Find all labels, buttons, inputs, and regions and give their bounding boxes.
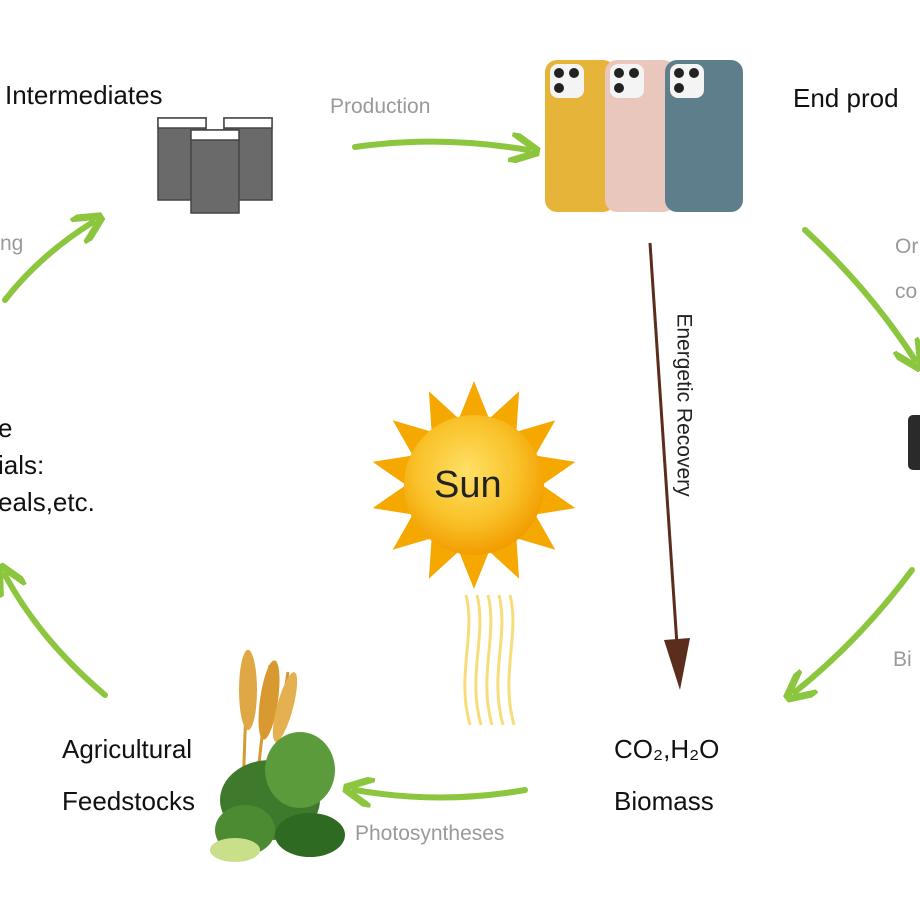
biomass-label: Biomass <box>614 786 714 816</box>
photosynthesis-arrow <box>355 790 528 798</box>
wheat-and-greens-icon <box>210 649 345 862</box>
production-arrow <box>352 142 528 150</box>
end-products-label: End prod <box>793 83 899 113</box>
right-top-label-line2: co <box>895 280 918 303</box>
sun-label: Sun <box>434 464 502 506</box>
top-right-arrow <box>802 227 915 360</box>
production-label: Production <box>330 95 431 118</box>
co2-h2o-label: CO₂,H₂O <box>614 734 720 764</box>
raw-materials-label-line2: ials: <box>0 450 45 480</box>
processing-label-partial: ng <box>0 232 24 255</box>
top-left-arrow <box>2 222 93 303</box>
bottom-left-arrow <box>5 575 108 698</box>
intermediates-label: Intermediates <box>5 80 163 110</box>
energetic-recovery-label: Energetic Recovery <box>672 313 696 497</box>
sun-icon <box>372 381 576 589</box>
agricultural-feedstocks-label-line1: Agricultural <box>62 734 193 764</box>
agricultural-feedstocks-label-line2: Feedstocks <box>62 786 195 816</box>
photosyntheses-label: Photosyntheses <box>355 822 505 845</box>
energetic-recovery-arrowhead <box>664 638 690 690</box>
bottom-right-arrow <box>795 567 915 692</box>
phone-cases-icon <box>545 60 743 212</box>
intermediates-containers-icon <box>157 117 273 214</box>
right-top-label-line1: Or <box>895 235 919 258</box>
raw-materials-label-line3: eals,etc. <box>0 487 95 517</box>
sunlight-rays-icon <box>463 594 516 726</box>
energetic-recovery-arrow <box>648 242 679 646</box>
right-edge-object-icon <box>908 415 920 470</box>
right-bottom-label: Bi <box>893 648 912 671</box>
raw-materials-label-line1: e <box>0 413 13 443</box>
